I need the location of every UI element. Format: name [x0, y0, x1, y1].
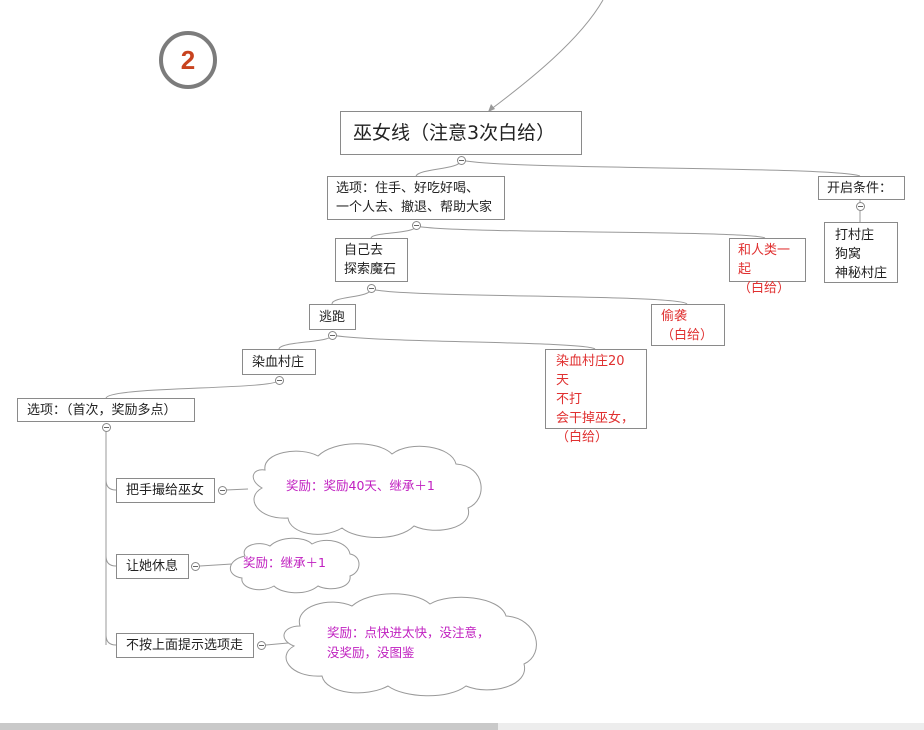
- collapse-icon[interactable]: [218, 486, 227, 495]
- flee-node[interactable]: 逃跑: [309, 304, 356, 330]
- reward-cloud-1: [252, 443, 482, 538]
- step-number-badge: 2: [159, 31, 217, 89]
- choice-rest-node[interactable]: 让她休息: [116, 554, 189, 579]
- reward-text-3: 奖励：点快进太快，没注意， 没奖励，没图鉴: [327, 625, 490, 660]
- open-condition-node[interactable]: 开启条件：: [818, 176, 905, 200]
- collapse-icon[interactable]: [856, 202, 865, 211]
- collapse-icon[interactable]: [367, 284, 376, 293]
- scrollbar-thumb[interactable]: [0, 723, 498, 730]
- collapse-icon[interactable]: [275, 376, 284, 385]
- collapse-icon[interactable]: [457, 156, 466, 165]
- options-main-node[interactable]: 选项：住手、好吃好喝、 一个人去、撤退、帮助大家: [327, 176, 505, 220]
- reward-cloud-2: [229, 537, 360, 594]
- choice-other-node[interactable]: 不按上面提示选项走: [116, 633, 254, 658]
- choice-hand-node[interactable]: 把手撮给巫女: [116, 478, 215, 503]
- reward-text-2: 奖励：继承＋1: [243, 555, 326, 570]
- open-condition-items[interactable]: 打村庄 狗窝 神秘村庄: [824, 222, 898, 283]
- collapse-icon[interactable]: [102, 423, 111, 432]
- blood-village-20-node[interactable]: 染血村庄20天 不打 会干掉巫女， （白给）: [545, 349, 647, 445]
- collapse-icon[interactable]: [412, 221, 421, 230]
- reward-cloud-3: [283, 593, 537, 697]
- root-node[interactable]: 巫女线（注意3次白给）: [340, 111, 582, 155]
- options-reward-node[interactable]: 选项：（首次，奖励多点）: [17, 398, 195, 422]
- collapse-icon[interactable]: [328, 331, 337, 340]
- go-alone-node[interactable]: 自己去 探索魔石: [335, 238, 408, 282]
- horizontal-scrollbar[interactable]: [0, 723, 924, 730]
- sneak-attack-node[interactable]: 偷袭 （白给）: [651, 304, 725, 346]
- reward-text-1: 奖励：奖励40天、继承＋1: [286, 478, 435, 493]
- together-human-node[interactable]: 和人类一起 （白给）: [729, 238, 806, 296]
- collapse-icon[interactable]: [191, 562, 200, 571]
- collapse-icon[interactable]: [257, 641, 266, 650]
- blood-village-node[interactable]: 染血村庄: [242, 349, 316, 375]
